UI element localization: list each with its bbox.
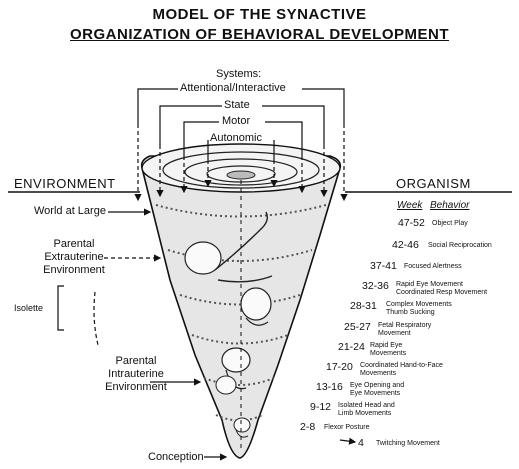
behavior-value: Focused Alertness [404,263,462,270]
week-value: 17-20 [326,361,353,373]
organism-heading: ORGANISM [396,176,471,191]
conception-label: Conception [148,451,204,463]
behavior-value: Flexor Posture [324,424,370,431]
behavior-value: Twitching Movement [376,440,440,447]
isolette-label: Isolette [14,303,44,313]
behavior-value: Social Reciprocation [428,242,492,249]
isolette-bracket [57,285,64,331]
week-value: 47-52 [398,217,425,229]
week-value: 4 [358,437,364,449]
title-line-1: MODEL OF THE SYNACTIVE [152,6,367,23]
systems-heading: Systems: [216,68,262,80]
behavior-column-header: Behavior [430,200,470,211]
week-value: 42-46 [392,239,419,251]
infant-figure [184,211,273,326]
week-value: 32-36 [362,280,389,292]
world-at-large: World at Large [34,205,106,217]
week-value: 21-24 [338,341,365,353]
week-value: 37-41 [370,260,397,272]
environment-arrows [93,208,228,461]
week-value: 9-12 [310,401,332,413]
system-motor: Motor [222,115,251,127]
behavior-value: Object Play [432,220,468,227]
week-value: 2-8 [300,421,316,433]
title-line-2: ORGANIZATION OF BEHAVIORAL DEVELOPMENT [69,26,449,43]
extrauterine-environment: Parental Extrauterine Environment [43,238,105,276]
systems-arrows [134,88,348,202]
system-attentional: Attentional/Interactive [180,82,286,94]
week-value: 13-16 [316,381,343,393]
cone-spiral-illustration [140,143,342,459]
week-value: 25-27 [344,321,371,333]
system-autonomic: Autonomic [210,132,262,144]
environment-heading: ENVIRONMENT [14,176,116,191]
intrauterine-environment: Parental Intrauterine Environment [105,355,167,393]
week-column-header: Week [397,200,423,211]
week-value: 28-31 [350,300,377,312]
twitching-arrow [339,437,357,445]
fetus-figure [215,347,251,395]
system-state: State [224,99,250,111]
